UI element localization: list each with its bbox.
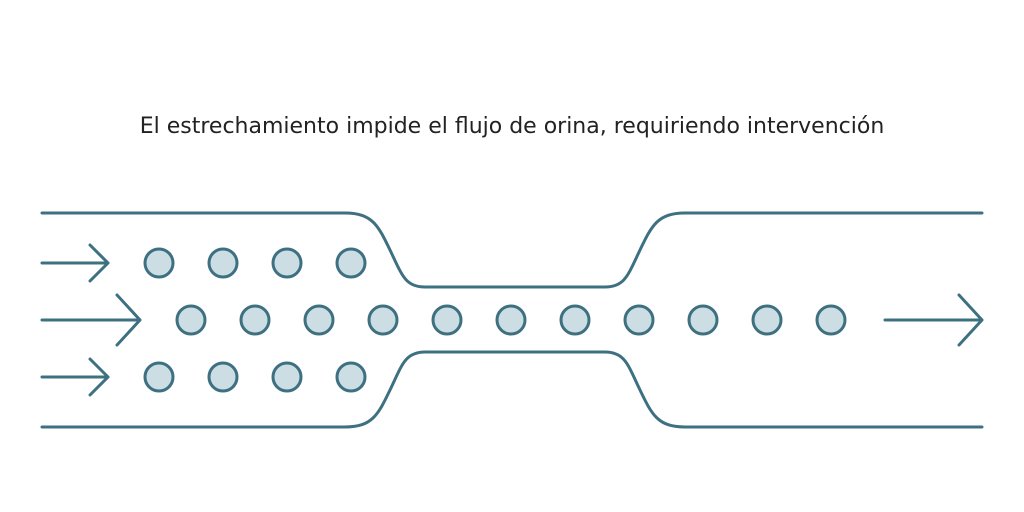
urine-particle bbox=[303, 304, 335, 336]
urine-particle bbox=[751, 304, 783, 336]
urine-particle bbox=[239, 304, 271, 336]
urine-particle bbox=[335, 247, 367, 279]
urine-particle bbox=[559, 304, 591, 336]
urine-particle bbox=[623, 304, 655, 336]
urine-particle bbox=[335, 361, 367, 393]
urine-particle bbox=[431, 304, 463, 336]
urine-particle bbox=[271, 247, 303, 279]
urine-particle bbox=[207, 361, 239, 393]
arrow-right-icon bbox=[883, 293, 984, 347]
urine-particle bbox=[687, 304, 719, 336]
urine-particle bbox=[495, 304, 527, 336]
urine-particle bbox=[175, 304, 207, 336]
urine-particle bbox=[143, 361, 175, 393]
urine-particle bbox=[207, 247, 239, 279]
urine-particle bbox=[143, 247, 175, 279]
lower-wall bbox=[40, 350, 984, 429]
arrow-right-icon bbox=[40, 293, 142, 347]
arrow-right-icon bbox=[40, 243, 110, 283]
arrow-right-icon bbox=[40, 357, 110, 397]
urine-particle bbox=[367, 304, 399, 336]
diagram-title: El estrechamiento impide el flujo de ori… bbox=[139, 114, 885, 139]
urine-particle bbox=[271, 361, 303, 393]
upper-wall bbox=[40, 211, 984, 289]
urine-particle bbox=[815, 304, 847, 336]
